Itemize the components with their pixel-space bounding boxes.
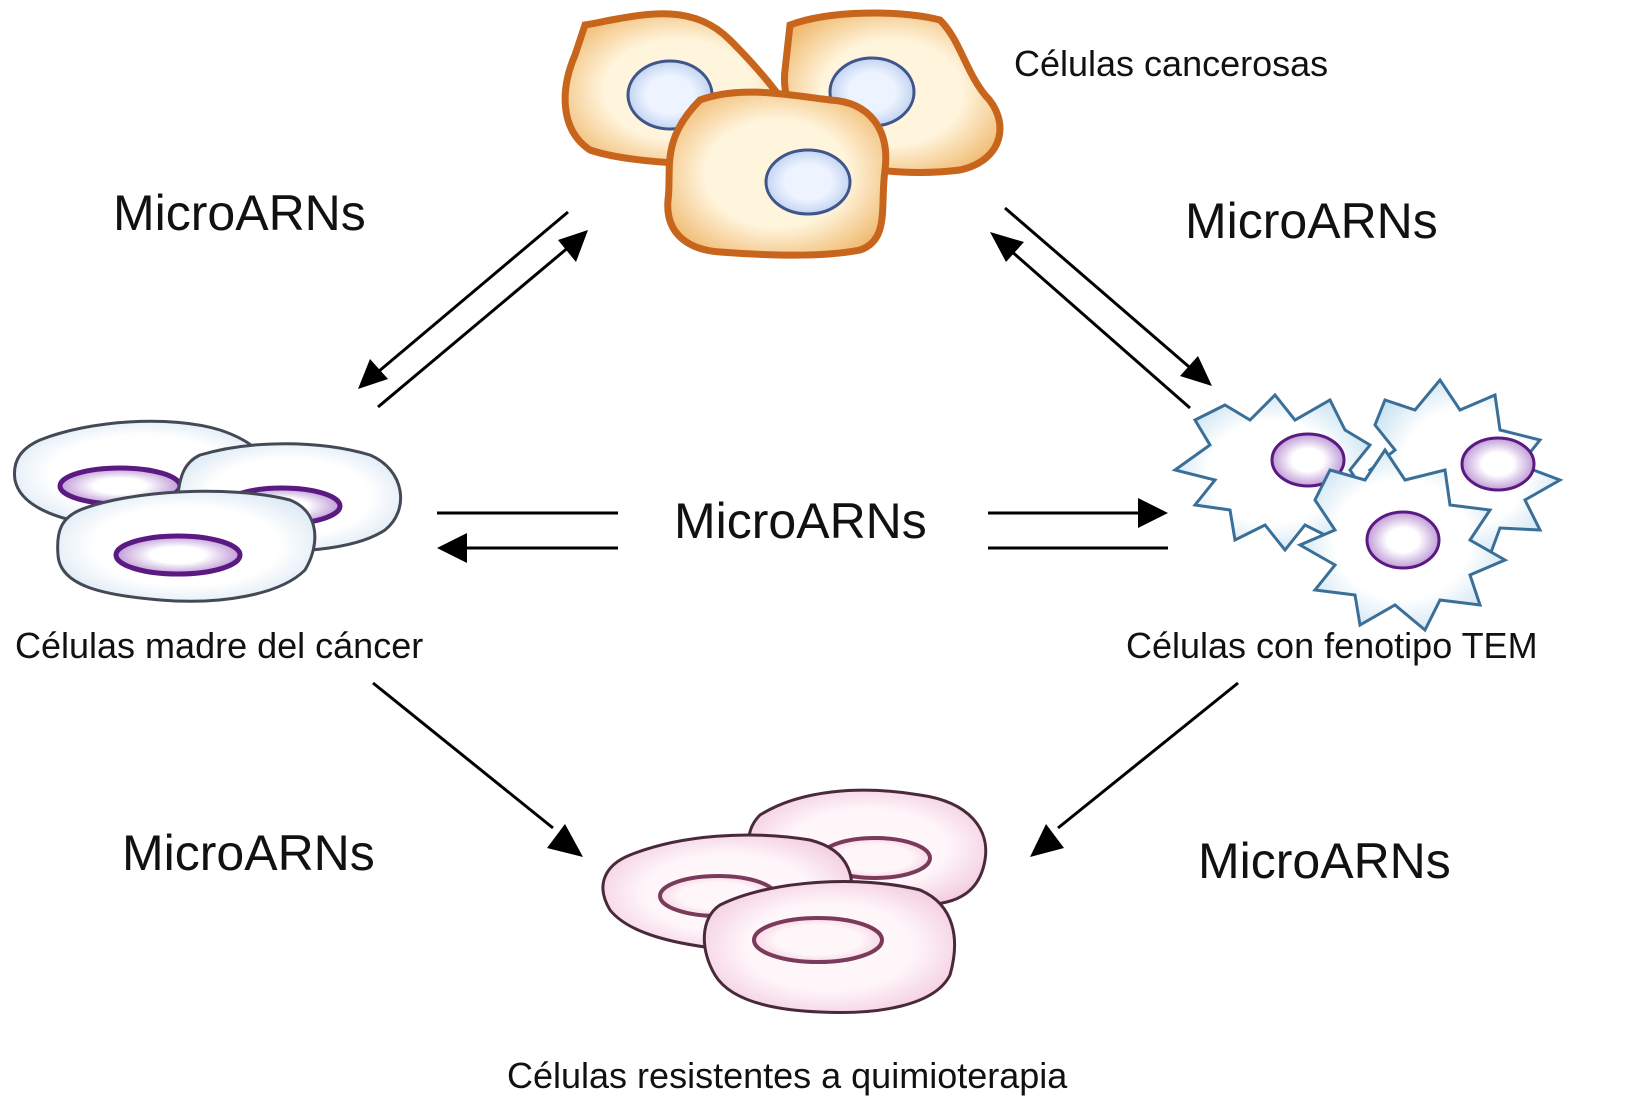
arrowheads [358,230,1212,857]
label-mirna-bottom-left: MicroARNs [122,825,375,881]
arrow-stem-to-resistant [372,681,554,830]
arrows [371,206,1239,830]
stem-cells-illustration [12,419,402,603]
arrowhead-cancer-right [990,232,1024,262]
label-cancer-cells: Células cancerosas [1014,43,1329,84]
emt-nucleus-3 [1365,510,1441,570]
arrow-emt-to-cancer [1009,248,1191,410]
cancer-nucleus-3 [764,148,852,216]
arrowhead-center-right [1138,498,1168,528]
label-mirna-center: MicroARNs [674,493,927,549]
cancer-cells-illustration [561,9,1004,259]
arrowhead-resistant-left [547,824,583,857]
arrowhead-stem-top [358,359,388,389]
stem-nucleus-3 [113,533,243,577]
arrowhead-emt-top [1180,356,1212,386]
label-chemo-resistant-cells: Células resistentes a quimioterapia [507,1055,1068,1096]
arrowhead-cancer-left [558,230,588,262]
label-emt-cells: Células con fenotipo TEM [1126,625,1538,666]
arrowhead-resistant-right [1030,824,1064,857]
emt-nucleus-2 [1460,436,1536,492]
chemo-resistant-cells-illustration [601,788,988,1014]
resistant-nucleus-3 [752,916,884,964]
arrow-emt-to-resistant [1057,681,1239,830]
arrowhead-center-left [437,533,467,563]
label-mirna-top-right: MicroARNs [1185,193,1438,249]
arrow-cancer-to-emt [1004,206,1196,374]
label-stem-cells: Células madre del cáncer [15,625,424,666]
arrow-stem-to-cancer [377,244,571,409]
arrow-cancer-to-stem [371,210,569,379]
emt-nucleus-1 [1270,432,1346,488]
label-mirna-bottom-right: MicroARNs [1198,833,1451,889]
label-mirna-top-left: MicroARNs [113,185,366,241]
emt-cells-illustration [1171,377,1564,633]
